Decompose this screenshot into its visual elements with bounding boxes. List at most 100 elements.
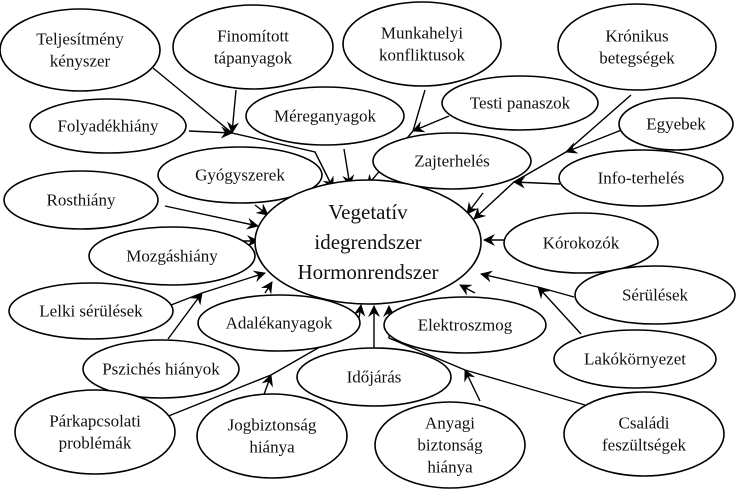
arrow-teljesitmeny-to-center (152, 67, 334, 189)
node-ellipse (441, 75, 599, 131)
node-label: Krónikus (605, 27, 668, 46)
arrow-zaj-to-center (466, 192, 484, 215)
node-label: betegségek (599, 49, 675, 68)
node-idojaras: Időjárás (296, 347, 452, 407)
arrow-anyagi-to-center (464, 369, 481, 402)
node-ellipse (296, 347, 452, 407)
node-zaj: Zajterhelés (372, 132, 532, 190)
node-ellipse (8, 282, 174, 340)
node-label: problémák (59, 434, 132, 453)
node-ellipse (503, 212, 659, 274)
arrow-mereg-to-center (342, 148, 355, 187)
node-label: Kórokozók (543, 234, 620, 253)
node-label: Pszichés hiányok (102, 360, 220, 379)
node-label: Folyadékhiány (57, 117, 159, 136)
node-label: Anyagi (425, 414, 475, 433)
node-label: Gyógyszerek (195, 166, 285, 185)
node-anyagi: Anyagi biztonság hiánya (374, 401, 526, 489)
node-pszich: Pszichés hiányok (82, 339, 240, 399)
arrow-elektro-to-center (459, 284, 476, 296)
node-parkapcs: Párkapcsolati problémák (14, 389, 176, 475)
arrow-finomitott-to-center (227, 89, 239, 134)
arrow-serules-to-center (480, 270, 575, 298)
node-ellipse (574, 265, 736, 325)
node-ellipse (254, 179, 482, 305)
node-testi: Testi panaszok (441, 75, 599, 131)
node-ellipse (29, 98, 187, 154)
arrow-adalek-to-center (261, 281, 273, 295)
arrow-parkapcs-to-center (165, 304, 366, 418)
node-gyogyszer: Gyógyszerek (157, 146, 323, 204)
node-label: Teljesítmény (36, 30, 124, 49)
node-munkahelyi: Munkahelyi konfliktusok (342, 1, 502, 87)
arrow-folyadek-to-center (188, 126, 233, 139)
arrow-kronikus-to-center (473, 94, 632, 220)
node-lakokorny: Lakókörnyezet (553, 329, 717, 389)
node-label: Lakókörnyezet (584, 350, 686, 369)
node-ellipse (197, 294, 361, 352)
node-label: Rosthiány (47, 191, 116, 210)
node-label: Testi panaszok (470, 94, 571, 113)
node-label: Munkahelyi (381, 24, 463, 43)
node-ellipse (0, 8, 161, 92)
arrow-egyebek-to-center (565, 128, 625, 154)
node-label: Mozgáshiány (126, 247, 218, 266)
node-ellipse (618, 97, 734, 151)
node-label: tápanyagok (214, 49, 293, 68)
arrow-pszich-to-center (167, 292, 203, 340)
node-ellipse (14, 389, 176, 475)
node-label: Sérülések (622, 286, 689, 305)
arrow-info-to-center (513, 176, 561, 189)
node-label: Zajterhelés (414, 152, 490, 171)
node-egyebek: Egyebek (618, 97, 734, 151)
arrow-testi-to-center (412, 115, 450, 133)
node-elektro: Elektroszmog (383, 296, 547, 354)
node-label: Családi (619, 414, 670, 433)
node-label: Info-terhelés (598, 169, 685, 188)
node-ellipse (558, 149, 724, 207)
node-label: kényszer (50, 52, 111, 71)
node-adalek: Adalékanyagok (197, 294, 361, 352)
node-label: hiánya (427, 458, 473, 477)
arrow-rost-to-center (164, 205, 259, 230)
node-finomitott: Finomított tápanyagok (172, 4, 334, 90)
node-label: hiánya (249, 438, 295, 457)
node-ellipse (374, 401, 526, 489)
node-ellipse (157, 146, 323, 204)
node-ellipse (172, 4, 334, 90)
node-mozgas: Mozgáshiány (88, 226, 256, 286)
arrow-gyogyszer-to-center (254, 203, 269, 216)
node-ellipse (245, 86, 405, 146)
node-ellipse (563, 391, 725, 477)
node-kronikus: Krónikus betegségek (557, 3, 717, 91)
node-label: Vegetatív (328, 200, 408, 224)
node-label: Lelki sérülések (39, 302, 143, 321)
node-label: Finomított (217, 27, 289, 46)
node-folyadek: Folyadékhiány (29, 98, 187, 154)
node-label: Egyebek (646, 115, 706, 134)
node-label: Időjárás (347, 368, 402, 387)
node-ellipse (3, 170, 159, 230)
node-label: Párkapcsolati (49, 412, 141, 431)
node-teljesitmeny: Teljesítmény kényszer (0, 8, 161, 92)
node-ellipse (196, 393, 348, 479)
node-label: konfliktusok (379, 46, 465, 65)
node-jogbizt: Jogbiztonság hiánya (196, 393, 348, 479)
node-csaladi: Családi feszültségek (563, 391, 725, 477)
node-label: Jogbiztonság (228, 416, 317, 435)
node-ellipse (88, 226, 256, 286)
node-label: Méreganyagok (274, 107, 376, 126)
node-label: biztonság (417, 436, 483, 455)
node-serules: Sérülések (574, 265, 736, 325)
node-ellipse (557, 3, 717, 91)
node-korokozo: Kórokozók (503, 212, 659, 274)
node-ellipse (383, 296, 547, 354)
node-ellipse (82, 339, 240, 399)
node-info: Info-terhelés (558, 149, 724, 207)
node-label: Hormonrendszer (297, 260, 438, 284)
node-label: feszültségek (602, 436, 687, 455)
node-label: Adalékanyagok (226, 314, 333, 333)
